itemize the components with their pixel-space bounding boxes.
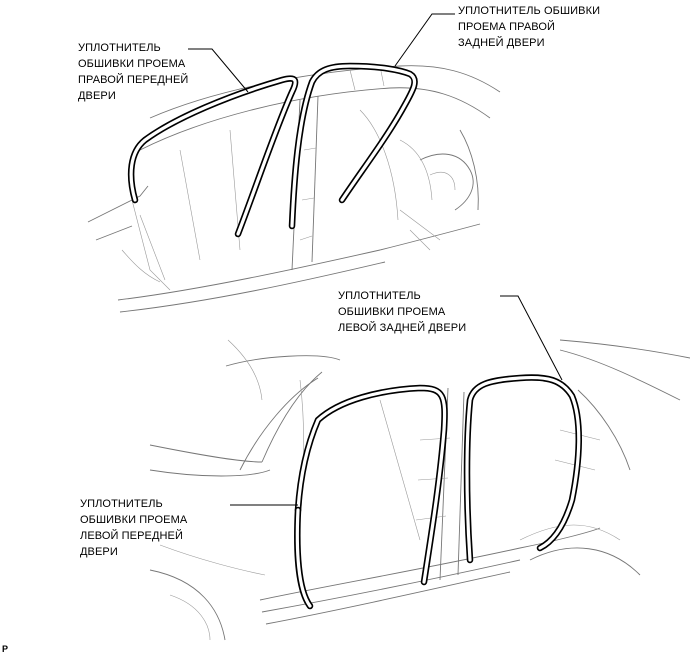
label-left-front-door-seal: УПЛОТНИТЕЛЬ ОБШИВКИ ПРОЕМА ЛЕВОЙ ПЕРЕДНЕ… bbox=[80, 498, 188, 558]
left-rear-door-seal bbox=[463, 374, 583, 564]
right-front-door-seal bbox=[127, 75, 299, 238]
label-right-rear-door-seal: УПЛОТНИТЕЛЬ ОБШИВКИ ПРОЕМА ПРАВОЙ ЗАДНЕЙ… bbox=[458, 5, 601, 49]
leader-rear-right bbox=[394, 13, 455, 67]
label-left-rear-door-seal: УПЛОТНИТЕЛЬ ОБШИВКИ ПРОЕМА ЛЕВОЙ ЗАДНЕЙ … bbox=[338, 290, 467, 334]
label-right-front-door-seal: УПЛОТНИТЕЛЬ ОБШИВКИ ПРОЕМА ПРАВОЙ ПЕРЕДН… bbox=[78, 42, 189, 102]
left-front-door-seal bbox=[294, 384, 448, 610]
leader-rear-left bbox=[500, 295, 563, 381]
leader-front-right bbox=[188, 48, 249, 93]
figure-code: P bbox=[2, 644, 9, 654]
right-rear-door-seal bbox=[288, 62, 418, 230]
